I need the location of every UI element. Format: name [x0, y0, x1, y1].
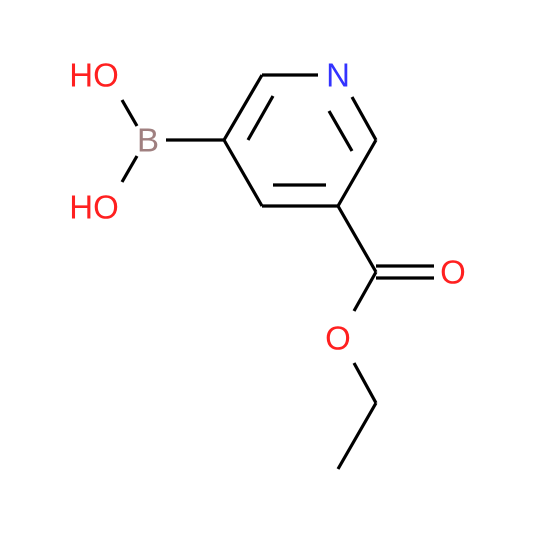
bond-b-oh-bottom — [120, 155, 139, 183]
bond-ch2-ch3 — [336, 402, 378, 470]
bond-c3-c2-inner — [246, 95, 275, 141]
bond-c3-c2 — [222, 74, 264, 141]
atom-ho-bottom: HO — [69, 189, 119, 226]
atom-o-ester: O — [325, 320, 351, 357]
bond-c5-ccarbonyl — [336, 205, 378, 273]
bond-o-ch2 — [352, 362, 378, 404]
bonds — [120, 73, 434, 470]
bond-b-oh-top — [120, 99, 139, 127]
bond-c4-c3 — [222, 139, 264, 207]
atom-o-carbonyl: O — [440, 254, 466, 291]
bond-n1-c6 — [350, 96, 378, 141]
atom-labels: N B HO HO O O — [69, 57, 466, 357]
atom-ho-top: HO — [69, 57, 119, 94]
bond-c6-c5 — [336, 139, 378, 207]
atom-b: B — [137, 122, 159, 159]
bond-n1-c6-inner — [327, 110, 354, 152]
bond-c-o-ester — [352, 271, 378, 312]
atom-n1: N — [326, 57, 350, 94]
